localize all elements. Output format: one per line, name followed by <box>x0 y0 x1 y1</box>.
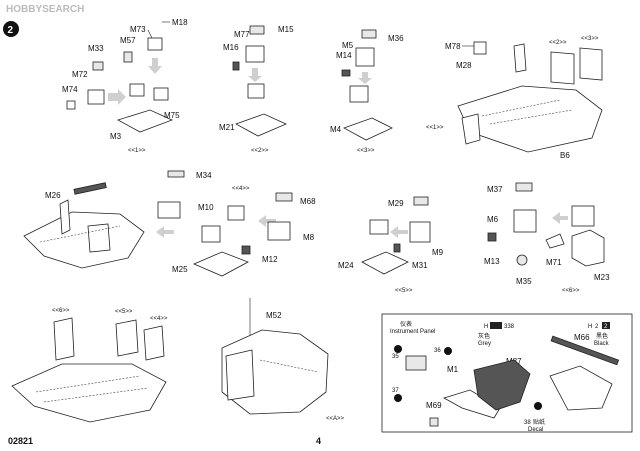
label-m21: M21 <box>219 123 235 132</box>
label-m10: M10 <box>198 203 214 212</box>
label-m6: M6 <box>487 215 499 224</box>
assembly-b6: M78 M28 <<2>> <<3>> <<1>> B6 <box>426 36 603 160</box>
black-box: 2 <box>604 324 608 330</box>
part-m74-shape <box>66 100 76 110</box>
label-m18: M18 <box>172 18 188 27</box>
label-m72: M72 <box>72 70 88 79</box>
label-m69: M69 <box>426 401 442 410</box>
decal-label-en: Decal <box>528 427 543 433</box>
label-m74: M74 <box>62 85 78 94</box>
label-m8: M8 <box>303 233 315 242</box>
label-m71: M71 <box>546 258 562 267</box>
sub-assembly-4-ref: <<4>> <box>150 316 168 322</box>
sub-assembly-6-ref: <<6>> <box>52 308 70 314</box>
part-m57-shape <box>123 51 133 63</box>
instrument-panel-title-cn: 仪表 <box>400 320 412 328</box>
part-m3-shape <box>116 109 174 133</box>
label-m75: M75 <box>164 111 180 120</box>
instrument-panel-title-en: Instrument Panel <box>390 329 435 335</box>
sub-assembly-5-ref: <<5>> <box>115 309 133 315</box>
sub-assembly-a: <<A>> <box>326 416 345 422</box>
assembly-4: M34 <<4>> M10 M68 M8 M12 M25 <box>156 170 316 277</box>
label-b6: B6 <box>560 151 570 160</box>
label-m31: M31 <box>412 261 428 270</box>
label-m12: M12 <box>262 255 278 264</box>
assembly-bottom-left: <<6>> <<5>> <<4>> <box>11 308 168 423</box>
label-m34: M34 <box>196 171 212 180</box>
label-m77: M77 <box>234 30 250 39</box>
part-m72-shape <box>87 89 105 105</box>
assembly-a: M52 <<A>> <box>221 298 345 422</box>
label-m1: M1 <box>447 365 459 374</box>
sub-assembly-2: <<2>> <box>251 148 269 154</box>
step-number: 2 <box>8 25 14 36</box>
decal-label-cn: 贴纸 <box>533 418 545 426</box>
label-m52: M52 <box>266 311 282 320</box>
sub-assembly-1-ref: <<1>> <box>426 125 444 131</box>
label-m9: M9 <box>432 248 444 257</box>
decal-38-label: 38 <box>524 420 531 426</box>
label-m14: M14 <box>336 51 352 60</box>
grey-code: H <box>484 324 488 330</box>
label-m24: M24 <box>338 261 354 270</box>
label-m3: M3 <box>110 132 122 141</box>
assembly-3: M36 M5 M14 M4 <<3>> <box>330 29 404 154</box>
label-m36: M36 <box>388 34 404 43</box>
label-m23: M23 <box>594 273 610 282</box>
sub-assembly-3-ref: <<3>> <box>581 36 599 42</box>
label-m29: M29 <box>388 199 404 208</box>
black-label-cn: 黑色 <box>596 332 608 340</box>
part-m18-shape <box>147 37 163 51</box>
label-m28: M28 <box>456 61 472 70</box>
label-m73: M73 <box>130 25 146 34</box>
footer-code: 02821 <box>8 436 33 446</box>
grey-label-en: Grey <box>478 341 491 347</box>
label-m68: M68 <box>300 197 316 206</box>
label-m35: M35 <box>516 277 532 286</box>
assembly-6: M37 M6 M13 M71 M35 M23 <<6>> <box>484 182 610 294</box>
part-m33-shape <box>92 61 104 71</box>
grey-label-cn: 灰色 <box>478 332 490 340</box>
label-m66: M66 <box>574 333 590 342</box>
page-number: 4 <box>316 436 321 446</box>
sub-assembly-6: <<6>> <box>562 288 580 294</box>
assembly-5: M29 M9 M24 M31 <<5>> <box>338 196 444 294</box>
assembly-2: M15 M77 M16 M21 <<2>> <box>219 25 294 154</box>
step-badge <box>3 21 19 37</box>
label-m78: M78 <box>445 42 461 51</box>
label-m57: M57 <box>120 36 136 45</box>
sub-assembly-5: <<5>> <box>395 288 413 294</box>
black-label-en: Black <box>594 341 610 347</box>
black-number: 2 <box>595 324 599 330</box>
part-b6-shape <box>457 85 603 153</box>
label-m37: M37 <box>487 185 503 194</box>
decal-37-label: 37 <box>392 388 399 394</box>
assembly-1: M18 M73 M57 M33 M72 M74 M75 M3 <<1>> <box>62 18 188 154</box>
instrument-panel-box: 仪表 Instrument Panel 35 36 M1 37 M69 H 33… <box>381 313 633 433</box>
label-m4: M4 <box>330 125 342 134</box>
assembly-arrow <box>108 89 126 105</box>
sub-assembly-2-ref: <<2>> <box>549 40 567 46</box>
label-m15: M15 <box>278 25 294 34</box>
grey-number: 338 <box>504 324 515 330</box>
black-code: H <box>588 324 592 330</box>
label-m16: M16 <box>223 43 239 52</box>
label-m25: M25 <box>172 265 188 274</box>
label-m26: M26 <box>45 191 61 200</box>
label-m5: M5 <box>342 41 354 50</box>
watermark: HOBBYSEARCH <box>6 4 84 15</box>
label-m33: M33 <box>88 44 104 53</box>
sub-assembly-4: <<4>> <box>232 186 250 192</box>
label-m13: M13 <box>484 257 500 266</box>
sub-assembly-1: <<1>> <box>128 148 146 154</box>
assembly-m26: M26 <box>23 182 145 269</box>
decal-35-label: 35 <box>392 354 399 360</box>
decal-36-label: 36 <box>434 348 441 354</box>
sub-assembly-3: <<3>> <box>357 148 375 154</box>
